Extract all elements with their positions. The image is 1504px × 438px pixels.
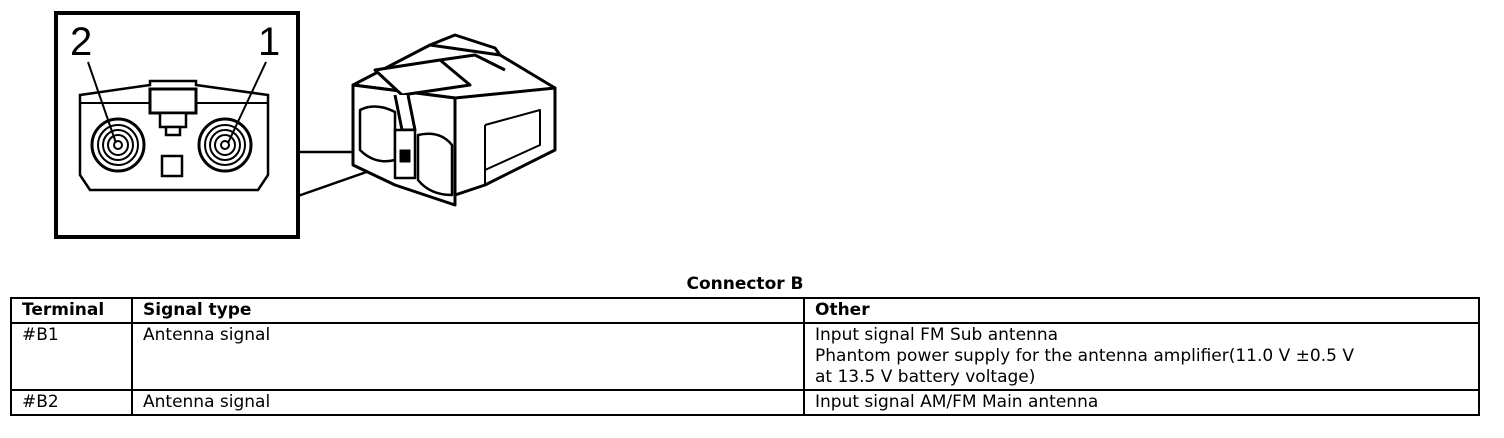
terminal-1-socket [197,117,253,173]
header-signal-type: Signal type [131,297,805,324]
cell-other: Input signal AM/FM Main antenna [803,389,1480,416]
leader-line-bottom [296,160,396,200]
table-row: #B1 Antenna signal Input signal FM Sub a… [10,322,1480,391]
pointer-line-2 [87,61,117,144]
header-other: Other [803,297,1480,324]
table-header-row: Terminal Signal type Other [10,297,1480,324]
connector-b-table: Terminal Signal type Other #B1 Antenna s… [10,297,1480,416]
cell-other: Input signal FM Sub antenna Phantom powe… [803,322,1480,391]
cell-terminal: #B2 [10,389,133,416]
cell-signal-type: Antenna signal [131,322,805,391]
cell-terminal: #B1 [10,322,133,391]
other-line: at 13.5 V battery voltage) [815,367,1036,387]
pointer-line-1 [227,61,267,144]
terminal-2-socket [90,117,146,173]
connector-housing [351,33,557,207]
other-line: Phantom power supply for the antenna amp… [815,346,1354,366]
cell-signal-type: Antenna signal [131,389,805,416]
pin-label-1: 1 [258,20,280,64]
key-square [160,154,184,178]
inset-frame [54,11,300,239]
other-line: Input signal FM Sub antenna [815,325,1059,345]
table-title: Connector B [686,274,804,294]
table-row: #B2 Antenna signal Input signal AM/FM Ma… [10,389,1480,416]
latch-tab [148,87,198,115]
other-line: Input signal AM/FM Main antenna [815,392,1099,412]
pin-label-2: 2 [70,20,92,64]
connector-diagram: 2 1 [54,11,557,239]
header-terminal: Terminal [10,297,133,324]
